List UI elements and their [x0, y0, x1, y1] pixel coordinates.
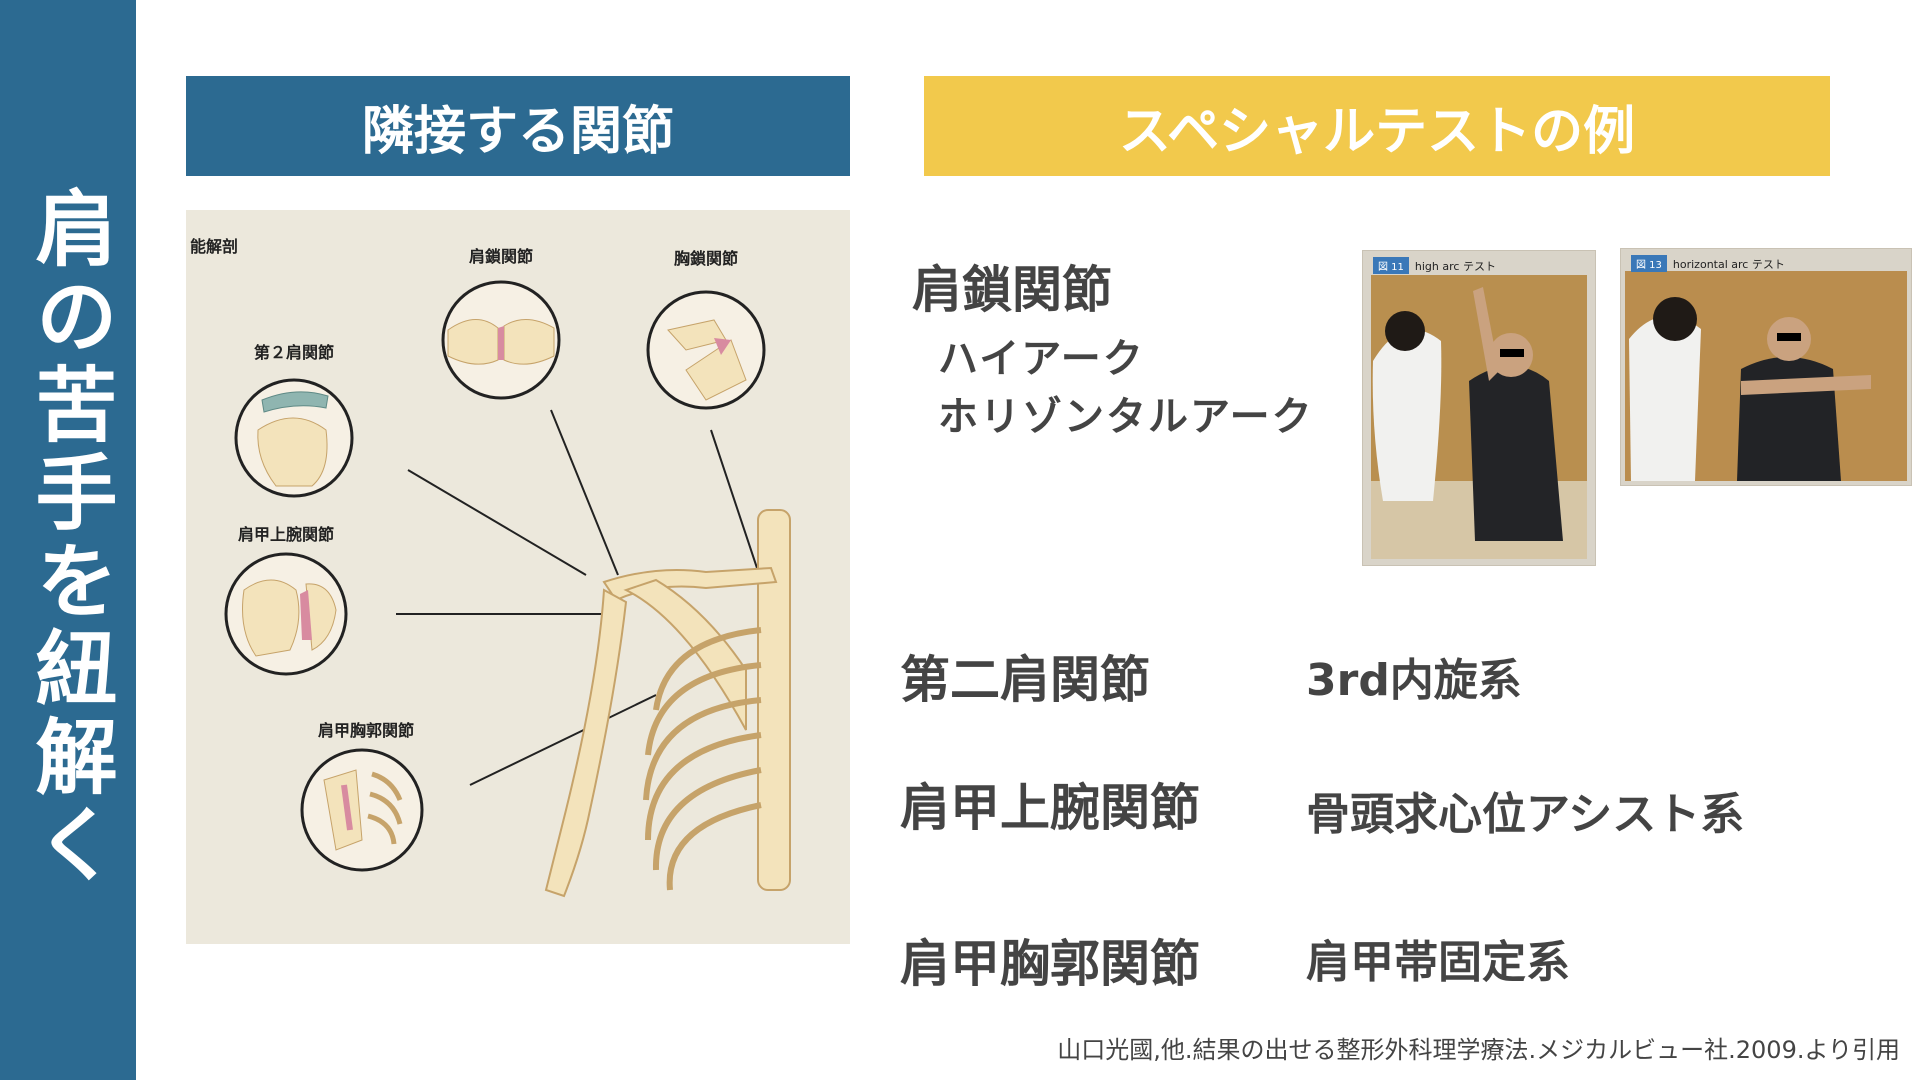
header-special-tests: スペシャルテストの例: [924, 76, 1830, 176]
photo-caption-high-arc: 図 11 high arc テスト: [1373, 257, 1496, 274]
ac-joint-circle: 肩鎖関節: [441, 247, 561, 400]
label-second-shoulder: 第２肩関節: [254, 343, 334, 362]
figure-badge: 図 13: [1631, 255, 1667, 272]
photo-horizontal-arc-test: 図 13 horizontal arc テスト: [1620, 248, 1912, 486]
sc-joint-circle: 胸鎖関節: [646, 249, 766, 410]
ac-joint-title: 肩鎖関節: [912, 261, 1112, 319]
label-sternoclavicular: 胸鎖関節: [674, 249, 738, 268]
joint-scapulothoracic: 肩甲胸郭関節: [900, 935, 1200, 993]
connector-lines: [396, 409, 762, 786]
ac-test-horizontal-arc: ホリゾンタルアーク: [938, 394, 1314, 440]
second-shoulder-joint-circle: 第２肩関節: [234, 343, 354, 498]
joint-glenohumeral: 肩甲上腕関節: [900, 779, 1200, 837]
skeleton-illustration: [544, 509, 791, 898]
anatomy-illustration: 能解剖: [190, 237, 791, 898]
caption-text: horizontal arc テスト: [1672, 257, 1785, 271]
test-second-shoulder: 3rd内旋系: [1306, 655, 1522, 706]
citation: 山口光國,他.結果の出せる整形外科理学療法.メジカルビュー社.2009.より引用: [1057, 1036, 1900, 1064]
test-glenohumeral: 骨頭求心位アシスト系: [1306, 789, 1745, 840]
photo-caption-horizontal-arc: 図 13 horizontal arc テスト: [1631, 255, 1785, 272]
photo-high-arc-test: 図 11 high arc テスト: [1362, 250, 1596, 566]
joint-second-shoulder: 第二肩関節: [900, 651, 1150, 709]
anatomy-corner-label: 能解剖: [190, 237, 238, 256]
horizontal-arc-photo-art: [1625, 271, 1907, 481]
shoulder-anatomy-figure: 能解剖: [186, 210, 850, 944]
sidebar: 肩の苦手を紐解く: [0, 0, 136, 1080]
ac-test-high-arc: ハイアーク: [938, 336, 1145, 382]
scapulothoracic-joint-circle: 肩甲胸郭関節: [300, 721, 424, 872]
high-arc-photo-art: [1371, 275, 1587, 559]
sidebar-title: 肩の苦手を紐解く: [21, 186, 116, 890]
label-scapulothoracic: 肩甲胸郭関節: [318, 721, 414, 740]
caption-text: high arc テスト: [1414, 259, 1496, 273]
glenohumeral-joint-circle: 肩甲上腕関節: [224, 525, 348, 676]
header-adjacent-joints: 隣接する関節: [186, 76, 850, 176]
figure-badge: 図 11: [1373, 257, 1409, 274]
label-glenohumeral: 肩甲上腕関節: [238, 525, 334, 544]
label-acromioclavicular: 肩鎖関節: [469, 247, 533, 266]
test-scapulothoracic: 肩甲帯固定系: [1306, 937, 1570, 988]
